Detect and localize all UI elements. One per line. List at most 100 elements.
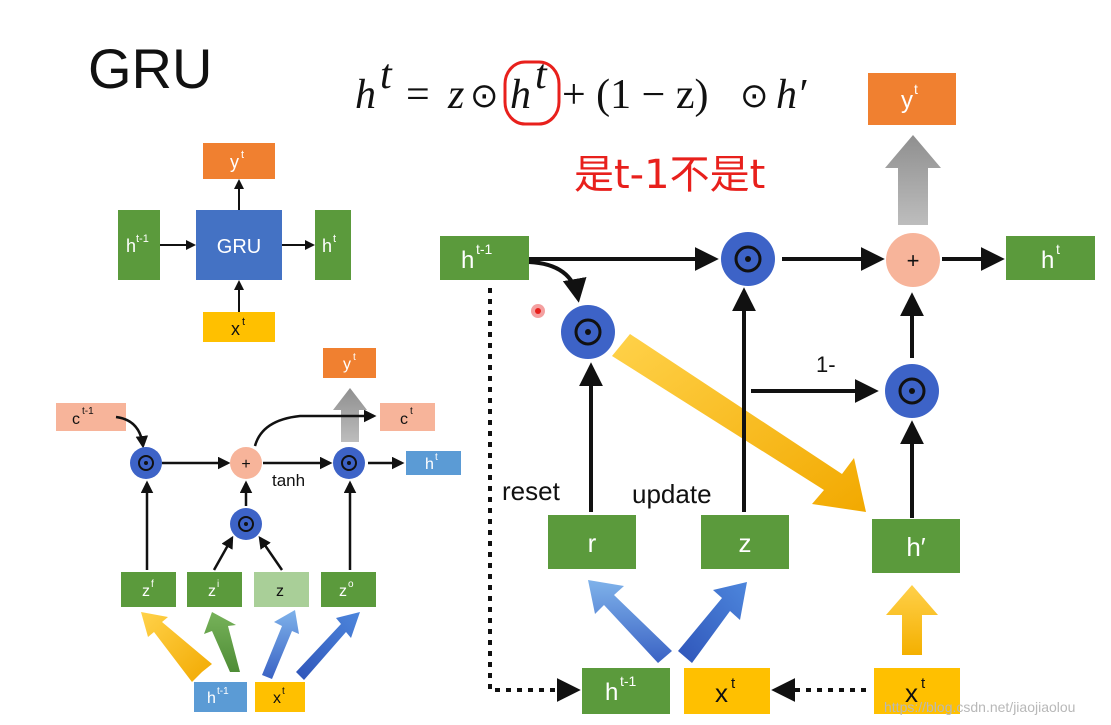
lstm-lightblue-arrow [262,610,299,679]
lstm-gate-zi: z [208,583,216,600]
main-blue-arrow-right [678,582,747,663]
gru-input-h: h [126,236,136,256]
main-right-x: x [905,678,918,708]
lstm-plus-sign: + [241,456,250,473]
main-z-box [701,515,789,569]
main-right-x-sup: t [921,675,926,692]
arrow-plus-cnext [253,409,377,447]
odot-dot [144,461,148,465]
lstm-gate-zf: z [142,583,150,600]
eq-equals: = [406,72,430,118]
eq-hprime: h′ [776,72,807,118]
lstm-c-prev: c [72,411,80,428]
main-bottom-h: h [605,679,618,706]
eq-z: z [447,72,464,118]
small-gru-diagram: GRU h t-1 h t y t x t [118,143,351,342]
gru-output-h-sup: t [333,233,336,245]
odot-dot [745,256,751,262]
lstm-y: y [343,356,351,373]
eq-lhs-sup: t [380,52,393,98]
lstm-gate-zo-sup: o [348,579,354,590]
lstm-gate-z-box [254,572,309,607]
odot-ring [138,455,154,471]
cursor-dot-center [535,308,541,314]
eq-h-circled: h [510,72,531,118]
gru-output-y-box [203,143,275,179]
gru-detail-diagram: y t h t-1 h t + [440,73,1095,714]
gru-core-label: GRU [217,236,261,258]
main-bottom-x: x [715,678,728,708]
main-h-prev: h [461,247,474,274]
arrow-zi [212,535,234,571]
lstm-c-next: c [400,411,408,428]
lstm-gate-zo-box [321,572,376,607]
lstm-c-next-sup: t [410,406,413,417]
lstm-blue-arrow [296,612,360,680]
lstm-in-h: h [207,690,216,707]
main-y: y [901,87,913,114]
gru-input-x-sup: t [242,316,245,328]
lstm-in-x-box [255,682,305,712]
lstm-c-next-box [380,403,435,431]
arrow-c-prev [115,415,149,449]
main-h-out: h [1041,247,1054,274]
main-h-prev-sup: t-1 [476,241,493,257]
odot-dot [347,461,351,465]
main-blue-arrow-left [588,580,672,663]
main-hprime: h′ [906,532,925,562]
lstm-gate-z: z [276,583,284,600]
gru-output-y: y [230,152,239,172]
gru-output-y-sup: t [241,149,244,161]
lstm-in-h-box [194,682,247,712]
lstm-green-arrow [204,612,240,672]
odot-ring [898,377,926,405]
main-y-gray-arrow [885,135,941,225]
main-yellow-diag-arrow [612,334,866,512]
eq-lhs: h [355,72,376,118]
main-z: z [739,528,752,558]
lstm-gate-zi-sup: i [217,579,219,590]
odot-dot [909,388,915,394]
slide-title: GRU [88,37,212,100]
odot-dot [244,522,248,526]
highlight-circle [503,60,561,126]
main-bottom-h-box [582,668,670,714]
main-h-out-sup: t [1056,241,1060,257]
watermark: https://blog.csdn.net/jiaojiaolou [884,699,1075,715]
main-h-prev-box [440,236,529,280]
lstm-c-prev-box [56,403,126,431]
main-yellow-up-arrow [886,585,938,655]
arrow-z [258,535,284,571]
odot-dot [585,329,591,335]
lstm-tanh-label: tanh [272,471,305,490]
eq-rest: + (1 − z) [562,72,709,118]
main-bottom-h-sup: t-1 [620,673,637,689]
lstm-h-out-sup: t [435,452,438,463]
odot-ring [574,318,602,346]
red-note: 是t-1不是t [574,152,765,198]
main-bottom-x-box [684,668,770,714]
gru-input-x-box [203,312,275,342]
lstm-plus-node [230,447,262,479]
lstm-in-x: x [273,690,281,707]
lstm-gate-zi-box [187,572,242,607]
odot-ring [341,455,357,471]
main-h-out-box [1006,236,1095,280]
eq-h-circled-sup: t [535,52,548,98]
main-one-minus-label: 1- [816,352,836,377]
lstm-c-prev-sup: t-1 [82,406,94,417]
eq-odot-1: ⊙ [470,76,499,116]
gru-input-h-box [118,210,160,280]
main-plus-node [886,233,940,287]
lstm-gate-zf-sup: f [151,579,154,590]
main-r: r [588,528,597,558]
lstm-h-out: h [425,456,434,473]
lstm-y-box [323,348,376,378]
gru-input-x: x [231,319,240,339]
main-update-label: update [632,479,712,509]
main-plus-sign: + [907,248,920,273]
gru-input-h-sup: t-1 [136,233,149,245]
gru-output-h: h [322,236,332,256]
lstm-diagram: y t c t-1 c t tanh h t + [56,348,461,712]
